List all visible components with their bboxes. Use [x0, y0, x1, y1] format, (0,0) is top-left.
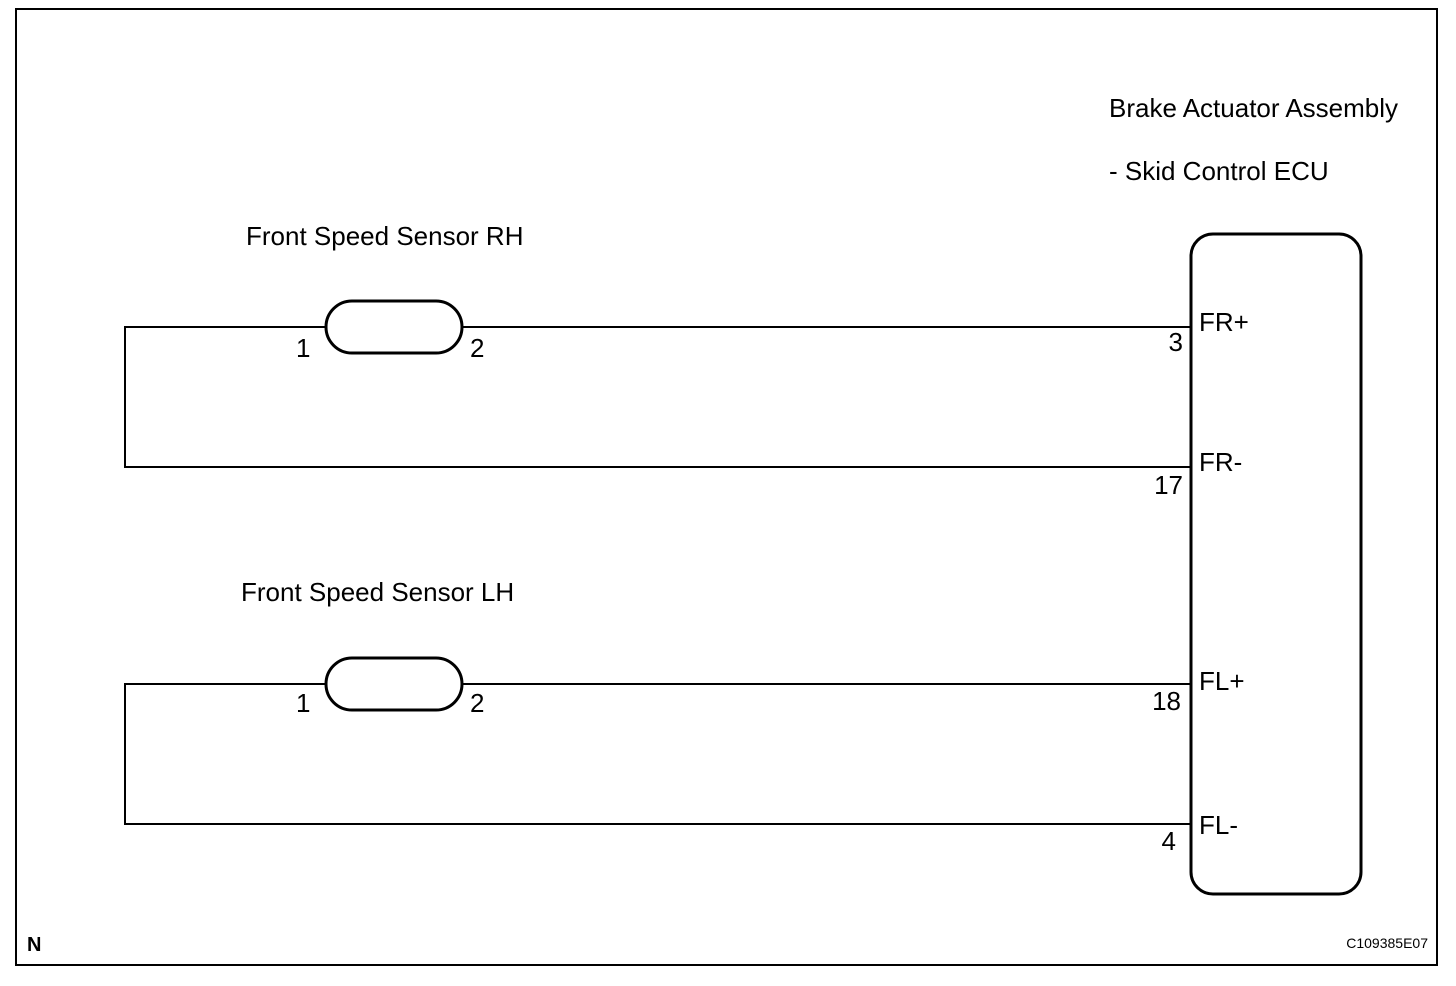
sensor-lh-body — [324, 656, 464, 712]
figure-code: C109385E07 — [1346, 935, 1428, 951]
corner-letter: N — [27, 934, 41, 956]
ecu-pin-number: 3 — [1169, 327, 1183, 357]
sensor-rh-pin-2: 2 — [470, 333, 484, 363]
sensor-rh-pin-1: 1 — [296, 333, 310, 363]
sensor-lh-pin-2: 2 — [470, 688, 484, 718]
ecu-pin-signal: FR+ — [1199, 307, 1249, 337]
ecu-pin-number: 17 — [1154, 470, 1183, 500]
ecu-pin-signal: FL- — [1199, 810, 1238, 840]
ecu-title-line2: - Skid Control ECU — [1109, 156, 1329, 186]
diagram-frame — [15, 8, 1438, 966]
ecu-pin-signal: FL+ — [1199, 666, 1245, 696]
ecu-pin-number: 18 — [1152, 686, 1181, 716]
wire-rh-loop — [124, 326, 1191, 468]
ecu-box — [1189, 232, 1363, 896]
ecu-title-line1: Brake Actuator Assembly — [1109, 93, 1398, 123]
wire-lh-loop — [124, 683, 1191, 825]
sensor-rh-body — [324, 299, 464, 355]
sensor-lh-label: Front Speed Sensor LH — [241, 577, 514, 607]
ecu-pin-number: 4 — [1162, 826, 1176, 856]
sensor-lh-pin-1: 1 — [296, 688, 310, 718]
ecu-pin-signal: FR- — [1199, 447, 1242, 477]
sensor-rh-label: Front Speed Sensor RH — [246, 221, 523, 251]
